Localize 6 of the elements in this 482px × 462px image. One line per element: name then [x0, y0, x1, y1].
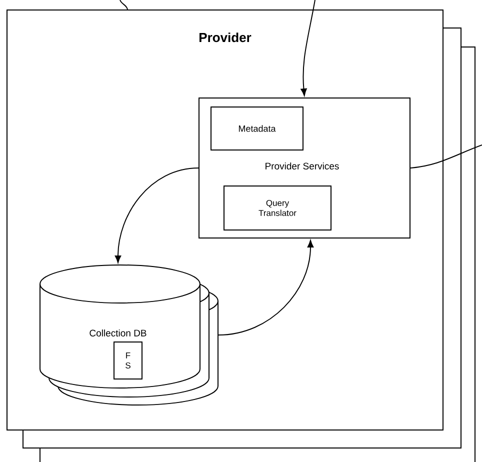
component-box: F S	[114, 342, 142, 380]
arrow	[218, 240, 314, 336]
component-box: Query Translator	[224, 186, 332, 230]
component-box: Metadata	[210, 106, 304, 150]
arrow	[300, 0, 316, 96]
arrow	[114, 168, 199, 263]
